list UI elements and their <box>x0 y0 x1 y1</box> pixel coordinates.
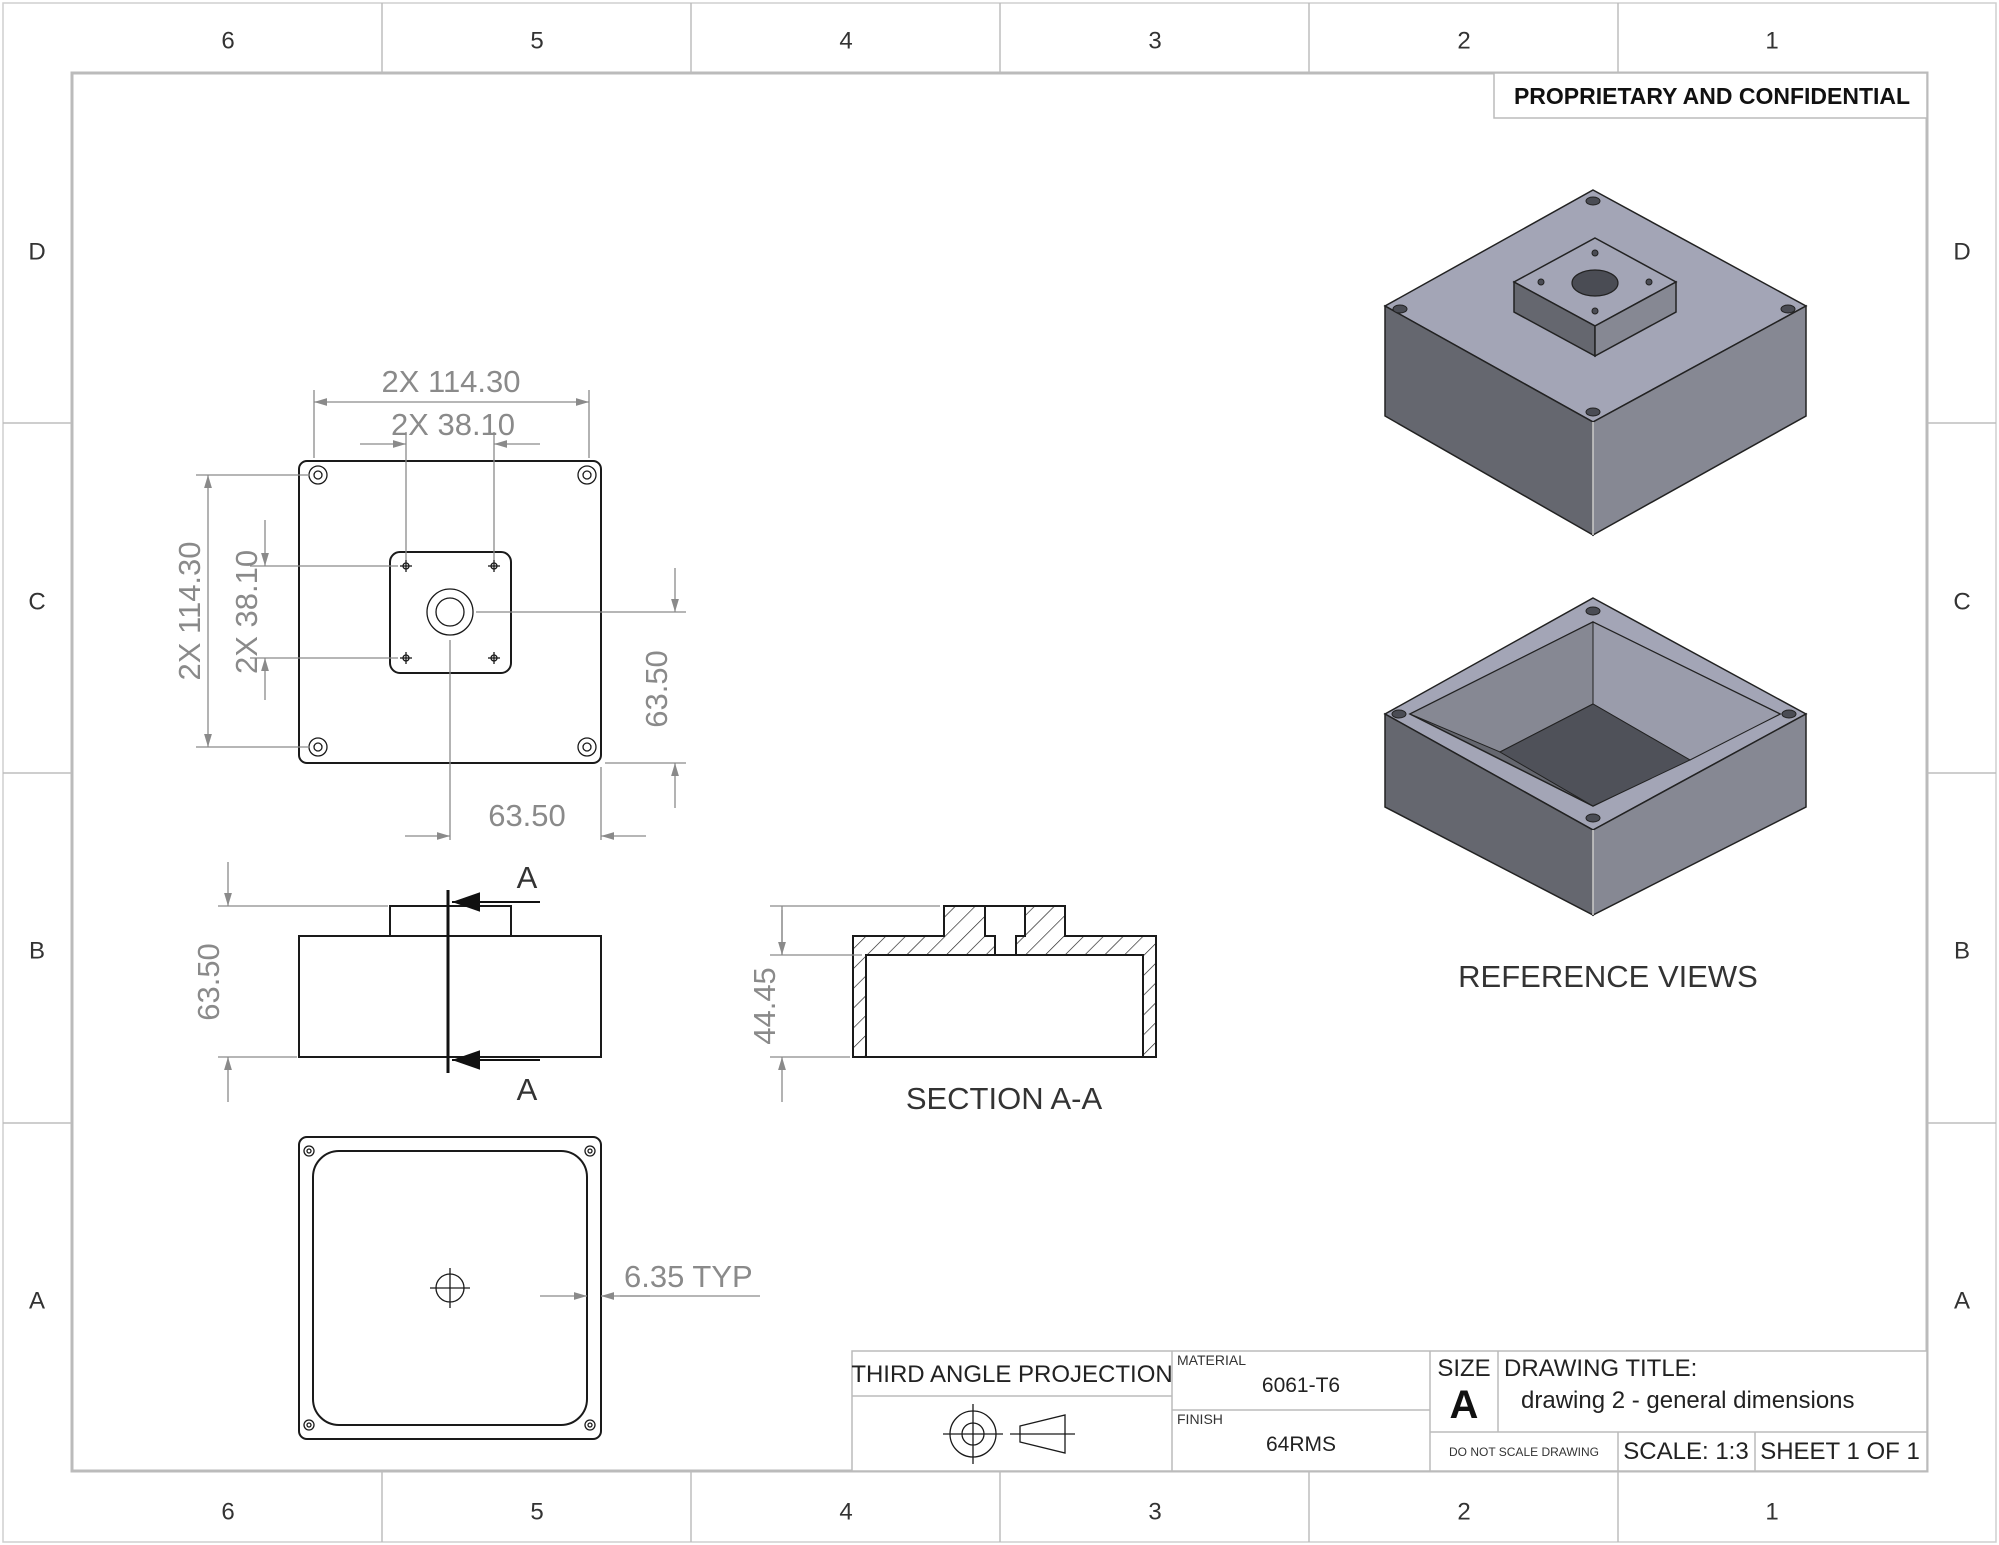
dim-center-horizontal: 63.50 <box>488 798 566 833</box>
top-view-dimensions <box>196 390 686 840</box>
drawing-title-label: DRAWING TITLE: <box>1504 1355 1697 1382</box>
zone-row-label: A <box>1954 1287 1970 1314</box>
zone-col-label: 1 <box>1765 1498 1778 1525</box>
confidential-box: PROPRIETARY AND CONFIDENTIAL <box>1493 72 1928 119</box>
zone-row-label: D <box>28 238 45 265</box>
zone-row-label: B <box>29 937 45 964</box>
zone-labels-right: D C B A <box>1953 238 1970 1314</box>
title-block: THIRD ANGLE PROJECTION MATERIAL 6061-T6 … <box>851 1350 1928 1472</box>
zone-col-label: 6 <box>221 1498 234 1525</box>
finish-value: 64RMS <box>1266 1433 1336 1456</box>
section-caption: SECTION A-A <box>906 1081 1103 1116</box>
zone-col-label: 3 <box>1148 27 1161 54</box>
zone-col-label: 4 <box>839 27 852 54</box>
section-view: 44.45 SECTION A-A <box>747 905 1157 1116</box>
size-label: SIZE <box>1437 1355 1490 1382</box>
reference-view-open <box>1383 597 1808 917</box>
dim-boss-height: 2X 38.10 <box>229 550 264 674</box>
bottom-view: 6.35 TYP <box>298 1136 760 1440</box>
zone-dividers <box>3 3 1996 1542</box>
material-label: MATERIAL <box>1177 1352 1246 1368</box>
zone-row-label: D <box>1953 238 1970 265</box>
zone-labels-left: D C B A <box>28 238 45 1314</box>
zone-labels-bottom: 6 5 4 3 2 1 <box>221 1498 1778 1525</box>
zone-col-label: 1 <box>1765 27 1778 54</box>
zone-col-label: 6 <box>221 27 234 54</box>
zone-col-label: 3 <box>1148 1498 1161 1525</box>
top-view: 2X 114.30 2X 38.10 2X 114.30 2X 38.10 63… <box>172 364 686 840</box>
section-hatch <box>852 905 1157 1058</box>
dim-wall-thickness: 6.35 TYP <box>624 1259 753 1294</box>
zone-row-label: C <box>28 588 45 615</box>
no-scale-note: DO NOT SCALE DRAWING <box>1449 1445 1599 1459</box>
reference-view-closed <box>1383 189 1808 537</box>
projection-symbol-icon <box>943 1404 1075 1464</box>
dim-overall-width: 2X 114.30 <box>381 364 520 399</box>
zone-col-label: 2 <box>1457 1498 1470 1525</box>
scale-value: SCALE: 1:3 <box>1623 1438 1748 1465</box>
dim-overall-height: 2X 114.30 <box>172 541 207 680</box>
front-view: A A 63.50 <box>191 860 602 1107</box>
zone-col-label: 4 <box>839 1498 852 1525</box>
section-label-top: A <box>517 860 538 895</box>
zone-row-label: C <box>1953 588 1970 615</box>
zone-labels-top: 6 5 4 3 2 1 <box>221 27 1778 54</box>
section-label-bottom: A <box>517 1072 538 1107</box>
material-value: 6061-T6 <box>1262 1374 1340 1397</box>
drawing-title-value: drawing 2 - general dimensions <box>1521 1387 1855 1414</box>
sheet-number: SHEET 1 OF 1 <box>1760 1438 1920 1465</box>
confidential-text: PROPRIETARY AND CONFIDENTIAL <box>1514 83 1910 109</box>
dim-center-vertical: 63.50 <box>639 650 674 728</box>
zone-row-label: A <box>29 1287 45 1314</box>
zone-col-label: 5 <box>530 1498 543 1525</box>
finish-label: FINISH <box>1177 1411 1223 1427</box>
dim-section-depth: 44.45 <box>747 967 782 1045</box>
size-value: A <box>1450 1383 1479 1427</box>
zone-row-label: B <box>1954 937 1970 964</box>
zone-col-label: 5 <box>530 27 543 54</box>
projection-label: THIRD ANGLE PROJECTION <box>851 1361 1172 1388</box>
dim-front-height: 63.50 <box>191 943 226 1021</box>
corner-holes <box>308 465 597 757</box>
reference-caption: REFERENCE VIEWS <box>1458 959 1758 994</box>
dim-boss-width: 2X 38.10 <box>391 407 515 442</box>
zone-col-label: 2 <box>1457 27 1470 54</box>
